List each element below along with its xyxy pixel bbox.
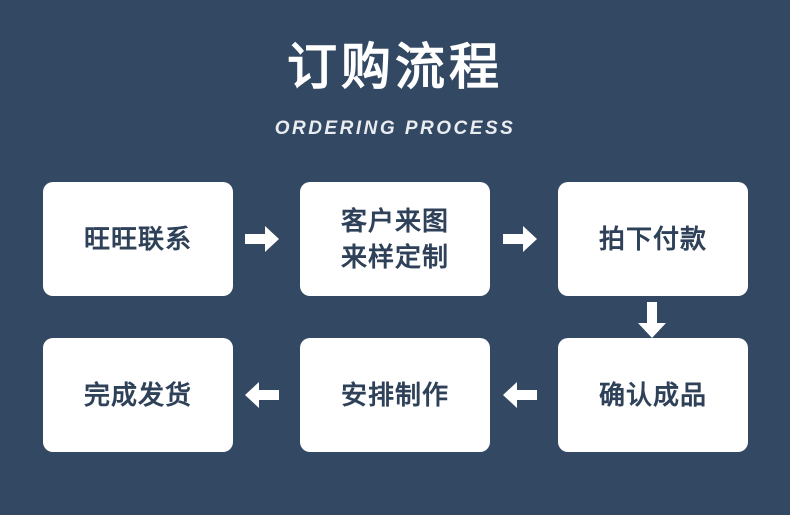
flow-step-shipment-complete[interactable]: 完成发货 bbox=[43, 338, 233, 452]
flow-step-line-1: 确认成品 bbox=[598, 380, 707, 410]
flow-step-wangwang-contact[interactable]: 旺旺联系 bbox=[43, 182, 233, 296]
flow-step-label: 客户来图 来样定制 bbox=[341, 203, 449, 275]
flow-step-label: 拍下付款 bbox=[599, 221, 707, 257]
flow-step-label: 确认成品 bbox=[599, 377, 707, 413]
page-subtitle: ORDERING PROCESS bbox=[274, 118, 516, 139]
flow-step-line-1: 拍下付款 bbox=[598, 224, 707, 254]
flow-step-line-2: 来样定制 bbox=[340, 242, 449, 272]
flow-step-label: 旺旺联系 bbox=[84, 221, 192, 257]
flow-step-label: 完成发货 bbox=[84, 377, 192, 413]
connector-right-1 bbox=[245, 226, 279, 252]
connector-right-2 bbox=[503, 226, 537, 252]
connector-left-2 bbox=[245, 382, 279, 408]
flow-step-line-1: 旺旺联系 bbox=[83, 224, 192, 254]
connector-left-1 bbox=[503, 382, 537, 408]
flow-step-confirm-product[interactable]: 确认成品 bbox=[558, 338, 748, 452]
flow-step-line-1: 安排制作 bbox=[340, 380, 449, 410]
connector-down-1 bbox=[638, 302, 666, 338]
flow-step-custom-order[interactable]: 客户来图 来样定制 bbox=[300, 182, 490, 296]
flow-step-place-order-payment[interactable]: 拍下付款 bbox=[558, 182, 748, 296]
page-title: 订购流程 bbox=[287, 39, 503, 95]
flow-step-line-1: 客户来图 bbox=[340, 206, 449, 236]
flow-step-arrange-production[interactable]: 安排制作 bbox=[300, 338, 490, 452]
flow-step-label: 安排制作 bbox=[341, 377, 449, 413]
flow-step-line-1: 完成发货 bbox=[83, 380, 192, 410]
